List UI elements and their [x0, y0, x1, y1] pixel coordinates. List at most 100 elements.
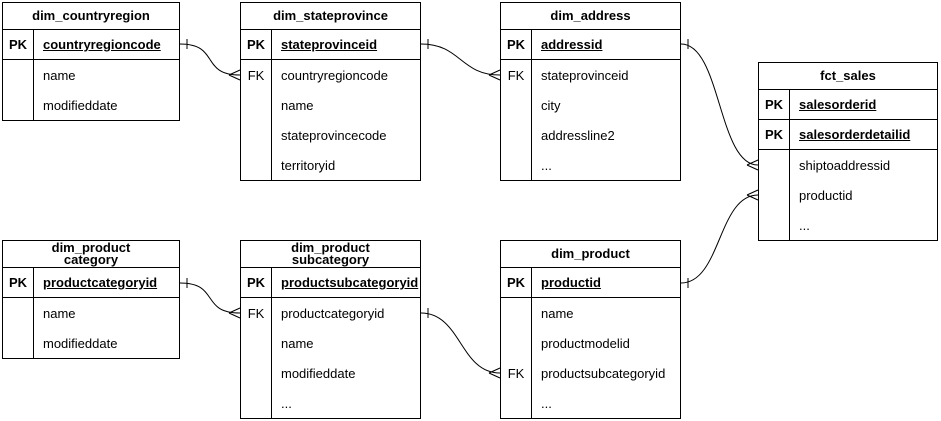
field-row: modifieddate — [3, 328, 179, 358]
field-name: productid — [799, 187, 853, 203]
pk-field-name: salesorderid — [799, 97, 877, 112]
pk-row: PK countryregioncode — [3, 30, 179, 60]
key-spacer — [3, 298, 34, 328]
pk-field-name: stateprovinceid — [281, 37, 378, 52]
pk-row: PK salesorderid — [759, 90, 937, 120]
pk-key-badge: PK — [241, 268, 272, 297]
field-name: ... — [541, 395, 552, 411]
field-name: territoryid — [281, 157, 336, 173]
table-title-line: dim_product — [291, 239, 370, 255]
pk-row: PK productcategoryid — [3, 268, 179, 298]
key-spacer — [3, 60, 34, 90]
relationship-connector-dim_product-to-fct_sales[interactable] — [680, 189, 759, 288]
field-row: city — [501, 90, 680, 120]
field-name: name — [541, 305, 574, 321]
field-name: city — [541, 97, 561, 113]
field-name: stateprovincecode — [281, 127, 387, 143]
pk-field-name: addressid — [541, 37, 603, 52]
pk-field-name: productcategoryid — [43, 275, 158, 290]
table-title: fct_sales — [759, 63, 937, 90]
field-name: productmodelid — [541, 335, 630, 351]
pk-row: PK productid — [501, 268, 680, 298]
key-spacer — [3, 90, 34, 120]
table-body: name modifieddate — [3, 298, 179, 358]
pk-field-name: countryregioncode — [43, 37, 161, 52]
table-title-line: dim_countryregion — [32, 7, 150, 23]
relationship-connector-dim_product_subcategory-to-dim_product[interactable] — [420, 308, 501, 379]
relationship-connector-dim_product_category-to-dim_product_subcategory[interactable] — [179, 278, 241, 319]
field-row: FK productsubcategoryid — [501, 358, 680, 388]
pk-key-badge: PK — [759, 90, 790, 119]
field-row: ... — [501, 388, 680, 418]
table-title: dim_address — [501, 3, 680, 30]
pk-field-name: salesorderdetailid — [799, 127, 911, 142]
key-spacer — [501, 90, 532, 120]
relationship-connector-dim_stateprovince-to-dim_address[interactable] — [420, 39, 501, 81]
relationship-connector-dim_countryregion-to-dim_stateprovince[interactable] — [179, 39, 241, 81]
key-spacer — [241, 358, 272, 388]
table-title: dim_product — [501, 241, 680, 268]
table-title-line: dim_address — [550, 7, 631, 23]
pk-key-badge: PK — [3, 30, 34, 59]
field-name: name — [281, 97, 314, 113]
key-spacer — [3, 328, 34, 358]
relationship-connector-dim_address-to-fct_sales[interactable] — [680, 39, 759, 171]
pk-key-badge: PK — [3, 268, 34, 297]
key-spacer — [501, 328, 532, 358]
pk-row: PK addressid — [501, 30, 680, 60]
key-spacer — [241, 120, 272, 150]
pk-row: PK productsubcategoryid — [241, 268, 420, 298]
table-title: dim_stateprovince — [241, 3, 420, 30]
pk-row: PK salesorderdetailid — [759, 120, 937, 150]
table-title-line: dim_stateprovince — [273, 7, 388, 23]
field-name: name — [281, 335, 314, 351]
field-name: productcategoryid — [281, 305, 385, 321]
field-name: modifieddate — [43, 97, 118, 113]
pk-key-badge: PK — [501, 268, 532, 297]
table-title-line: category — [63, 252, 119, 267]
field-name: name — [43, 305, 76, 321]
pk-field-name: productsubcategoryid — [281, 275, 419, 290]
field-row: ... — [501, 150, 680, 180]
field-name: productsubcategoryid — [541, 365, 666, 381]
field-row: productid — [759, 180, 937, 210]
key-spacer — [759, 180, 790, 210]
pk-key-badge: PK — [759, 120, 790, 149]
field-row: modifieddate — [241, 358, 420, 388]
pk-field-name: productid — [541, 275, 601, 290]
field-row: ... — [759, 210, 937, 240]
key-spacer — [759, 150, 790, 180]
table-title-line: subcategory — [291, 252, 370, 267]
key-spacer — [241, 150, 272, 180]
fk-key-badge: FK — [501, 358, 532, 388]
field-row: name — [241, 90, 420, 120]
field-row: modifieddate — [3, 90, 179, 120]
pk-key-badge: PK — [501, 30, 532, 59]
table-title: dim_countryregion — [3, 3, 179, 30]
field-row: ... — [241, 388, 420, 418]
key-spacer — [501, 120, 532, 150]
fk-key-badge: FK — [501, 60, 532, 90]
field-row: stateprovincecode — [241, 120, 420, 150]
field-name: shiptoaddressid — [799, 157, 891, 173]
field-name: name — [43, 67, 76, 83]
